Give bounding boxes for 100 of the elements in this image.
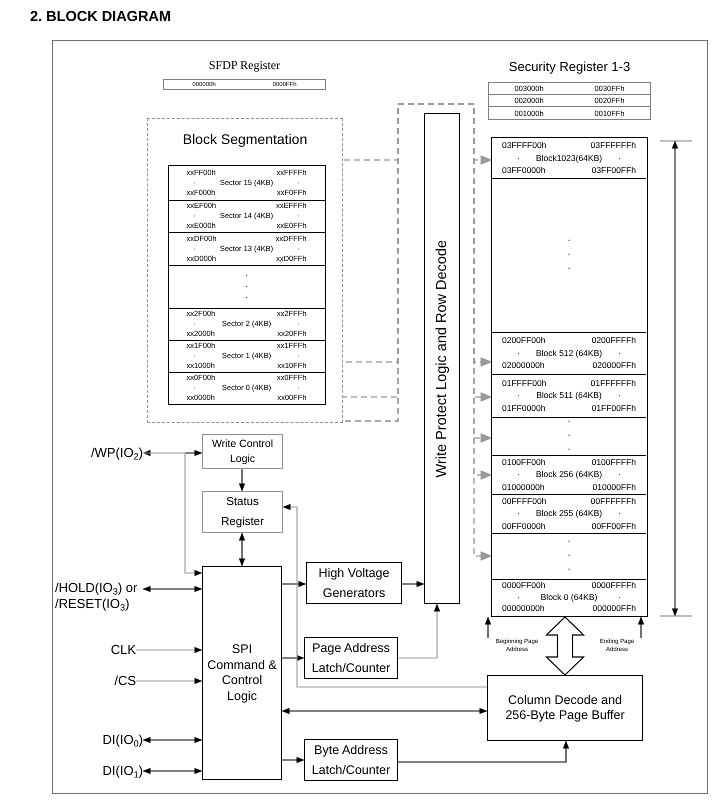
address-text: 0000FFFFh — [592, 580, 636, 592]
vertical-ellipsis: · · · — [245, 270, 248, 303]
region-label: Block 0 (64KB) — [540, 592, 598, 603]
region-label: Block 511 (64KB) — [536, 389, 602, 402]
continuation-dot: · — [618, 152, 621, 164]
memory-block-box — [492, 494, 646, 534]
address-text: 00FFFF00h — [502, 494, 546, 508]
arrow — [398, 604, 440, 659]
address-text: 01000000h — [502, 480, 545, 494]
address-text: 0000FF00h — [502, 580, 546, 592]
continuation-dot: · — [517, 507, 520, 520]
vertical-ellipsis: · · · — [567, 535, 571, 577]
continuation-dot: · — [517, 468, 520, 481]
arrow — [398, 740, 570, 763]
sector-box — [168, 200, 326, 232]
address-text: 01FFFF00h — [502, 376, 546, 390]
continuation-dot: · — [517, 152, 520, 164]
address-text: 01FFFFFFh — [590, 376, 636, 390]
process-box — [202, 566, 282, 780]
address-text: 00000000h — [502, 603, 545, 614]
process-box — [306, 562, 402, 604]
address-text: 00FF0000h — [502, 520, 546, 532]
pin-label: /HOLD(IO$_{3}$) or /RESET(IO$_{3}$) — [55, 580, 143, 612]
arrow — [282, 756, 304, 764]
group-heading: Block Segmentation — [182, 131, 308, 148]
double-headed-arrow — [282, 708, 488, 714]
address-text: 0100FF00h — [502, 456, 546, 468]
address-text: 020000FFh — [592, 359, 636, 372]
address-text: 03FFFFFFh — [590, 139, 636, 152]
memory-block-box — [492, 456, 646, 494]
continuation-dot: · — [618, 592, 621, 603]
process-box — [202, 434, 283, 469]
pin-label: /CS — [114, 672, 136, 690]
address-text: 03FF00FFh — [592, 164, 636, 176]
continuation-dot: · — [618, 468, 621, 481]
diagram-title: 2. BLOCK DIAGRAM — [30, 9, 171, 25]
decoder-box — [424, 113, 460, 604]
dashed-group-box — [147, 118, 343, 423]
continuation-dot: · — [618, 507, 621, 520]
vertical-ellipsis: · · · — [567, 415, 571, 457]
box-label: Write Control Logic — [210, 436, 274, 466]
region-label: Block1023(64KB) — [536, 152, 602, 164]
double-headed-arrow — [142, 768, 202, 774]
pin-label: /WP(IO$_{2}$) — [90, 444, 143, 462]
arrow — [282, 504, 487, 688]
box-label: Write Protect Logic and Row Decode — [434, 240, 450, 478]
arrow — [238, 469, 246, 492]
arrow — [402, 580, 424, 588]
box-heading: SFDP Register — [208, 58, 280, 72]
continuation-dot: · — [618, 346, 621, 360]
process-box — [304, 739, 398, 781]
arrow — [484, 616, 492, 638]
vertical-ellipsis: · · · — [567, 234, 571, 276]
hollow-double-arrow — [545, 616, 585, 676]
process-box — [304, 637, 398, 679]
double-headed-arrow — [238, 532, 246, 566]
box-label: High Voltage Generators — [318, 565, 390, 602]
address-text: 01FF00FFh — [592, 402, 636, 414]
arrow — [282, 580, 306, 588]
table-row — [489, 83, 650, 95]
address-text: 03FF0000h — [502, 164, 546, 176]
address-text: 0100FFFFh — [592, 456, 636, 468]
pin-label: DI(IO$_{1}$) — [102, 762, 143, 780]
address-text: 000000FFh — [592, 603, 636, 614]
box-label: Page Address Latch/Counter — [310, 640, 392, 677]
dashed-arrow — [343, 103, 493, 561]
box-label: SPI Command & Control Logic — [207, 642, 277, 704]
address-text: 01FF0000h — [502, 402, 546, 414]
memory-array-box — [491, 137, 648, 617]
sector-box — [168, 232, 326, 266]
address-text: 02000000h — [502, 359, 545, 372]
table-row — [489, 95, 650, 107]
box-label: Byte Address Latch/Counter — [310, 742, 392, 779]
region-label: Block 512 (64KB) — [536, 346, 602, 360]
arrow — [143, 452, 202, 576]
sector-box — [168, 340, 326, 372]
arrow — [136, 678, 202, 684]
sector-box — [168, 264, 326, 308]
region-label: Block 256 (64KB) — [536, 468, 602, 481]
box-heading: Security Register 1-3 — [508, 59, 630, 74]
sector-box — [168, 164, 326, 200]
region-label: Block 255 (64KB) — [536, 507, 602, 520]
continuation-dot: · — [517, 592, 520, 603]
continuation-dot: · — [517, 389, 520, 402]
pin-label: CLK — [110, 641, 136, 659]
continuation-dot: · — [517, 346, 520, 360]
address-text: 010000FFh — [592, 480, 636, 494]
pin-label: DI(IO$_{0}$) — [102, 731, 143, 749]
sector-box — [168, 372, 326, 404]
address-text: 03FFFF00h — [502, 139, 546, 152]
box-label: Column Decode and 256-Byte Page Buffer — [504, 693, 626, 723]
memory-block-box — [492, 418, 646, 456]
double-headed-arrow — [142, 736, 202, 744]
sector-box — [168, 308, 326, 340]
continuation-dot: · — [618, 389, 621, 402]
address-text: 00FF00FFh — [592, 520, 636, 532]
box-label: Status Register — [220, 495, 265, 530]
process-box — [202, 491, 283, 533]
process-box — [487, 675, 643, 741]
address-text: 00FFFFFFh — [590, 494, 636, 508]
